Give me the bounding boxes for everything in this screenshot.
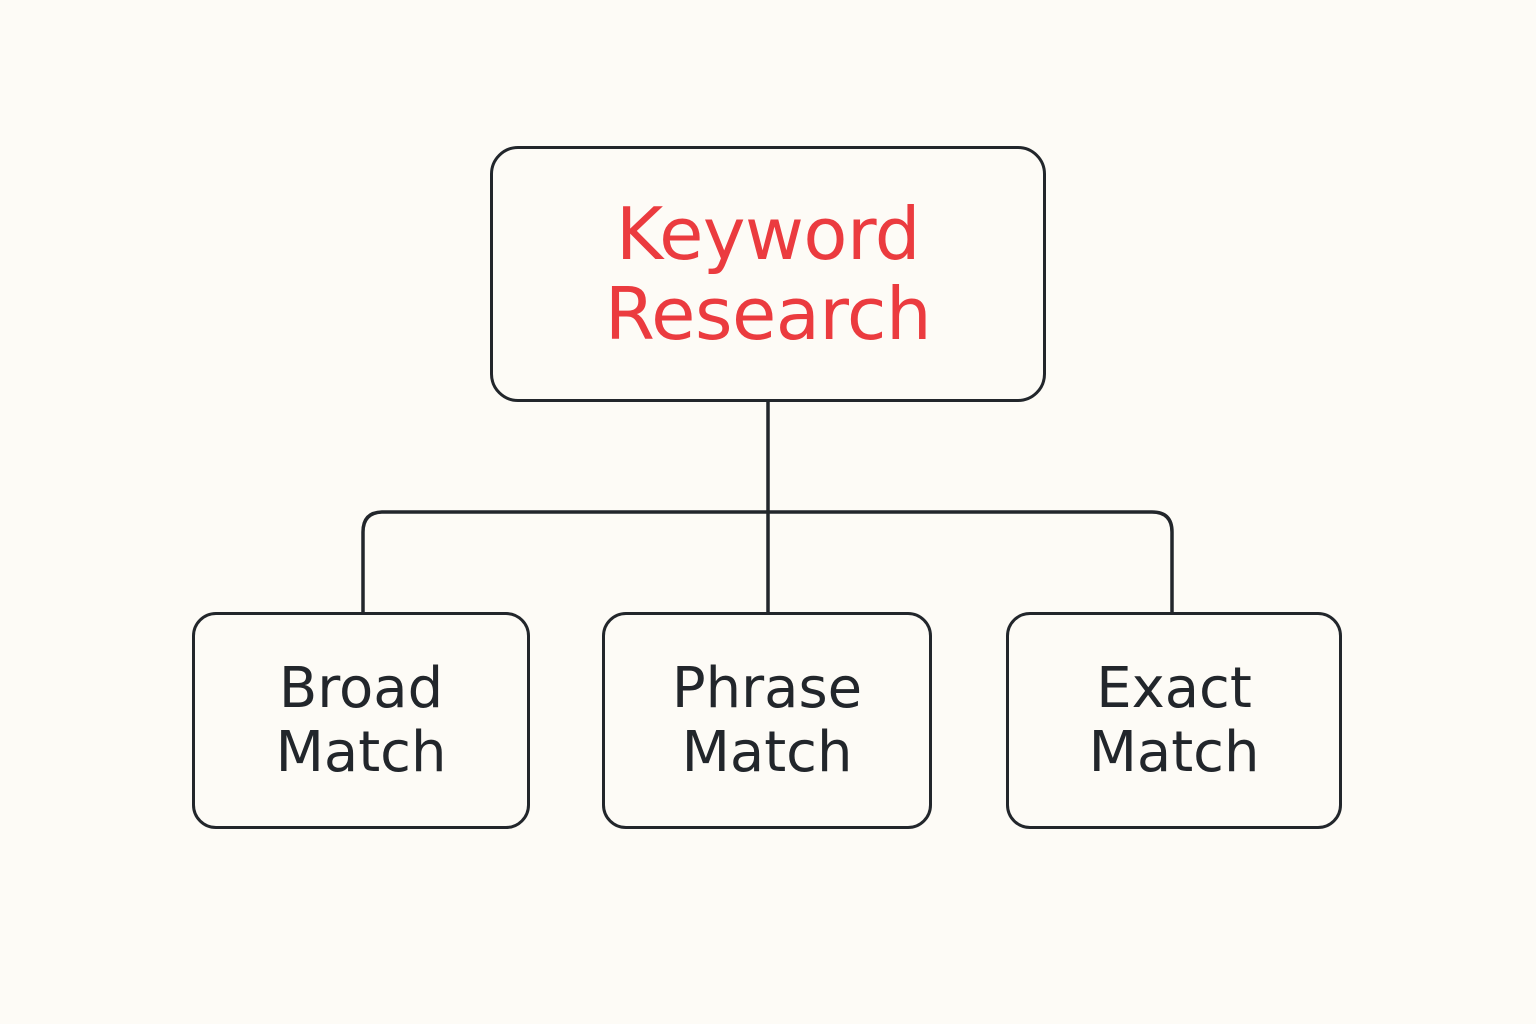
child-node-phrase-match: Phrase Match	[602, 612, 932, 829]
child-node-broad-match: Broad Match	[192, 612, 530, 829]
root-label-line-2: Research	[604, 272, 932, 356]
exact-label-line-2: Match	[1088, 719, 1260, 785]
root-label-line-1: Keyword	[615, 192, 921, 276]
phrase-label-line-2: Match	[681, 719, 853, 785]
connector-branch-bar	[361, 510, 1174, 612]
exact-label-line-1: Exact	[1096, 655, 1252, 721]
child-node-exact-match: Exact Match	[1006, 612, 1342, 829]
broad-label-line-1: Broad	[278, 655, 444, 721]
broad-label-line-2: Match	[275, 719, 447, 785]
phrase-label-line-1: Phrase	[671, 655, 863, 721]
root-node-keyword-research: Keyword Research	[490, 146, 1046, 402]
